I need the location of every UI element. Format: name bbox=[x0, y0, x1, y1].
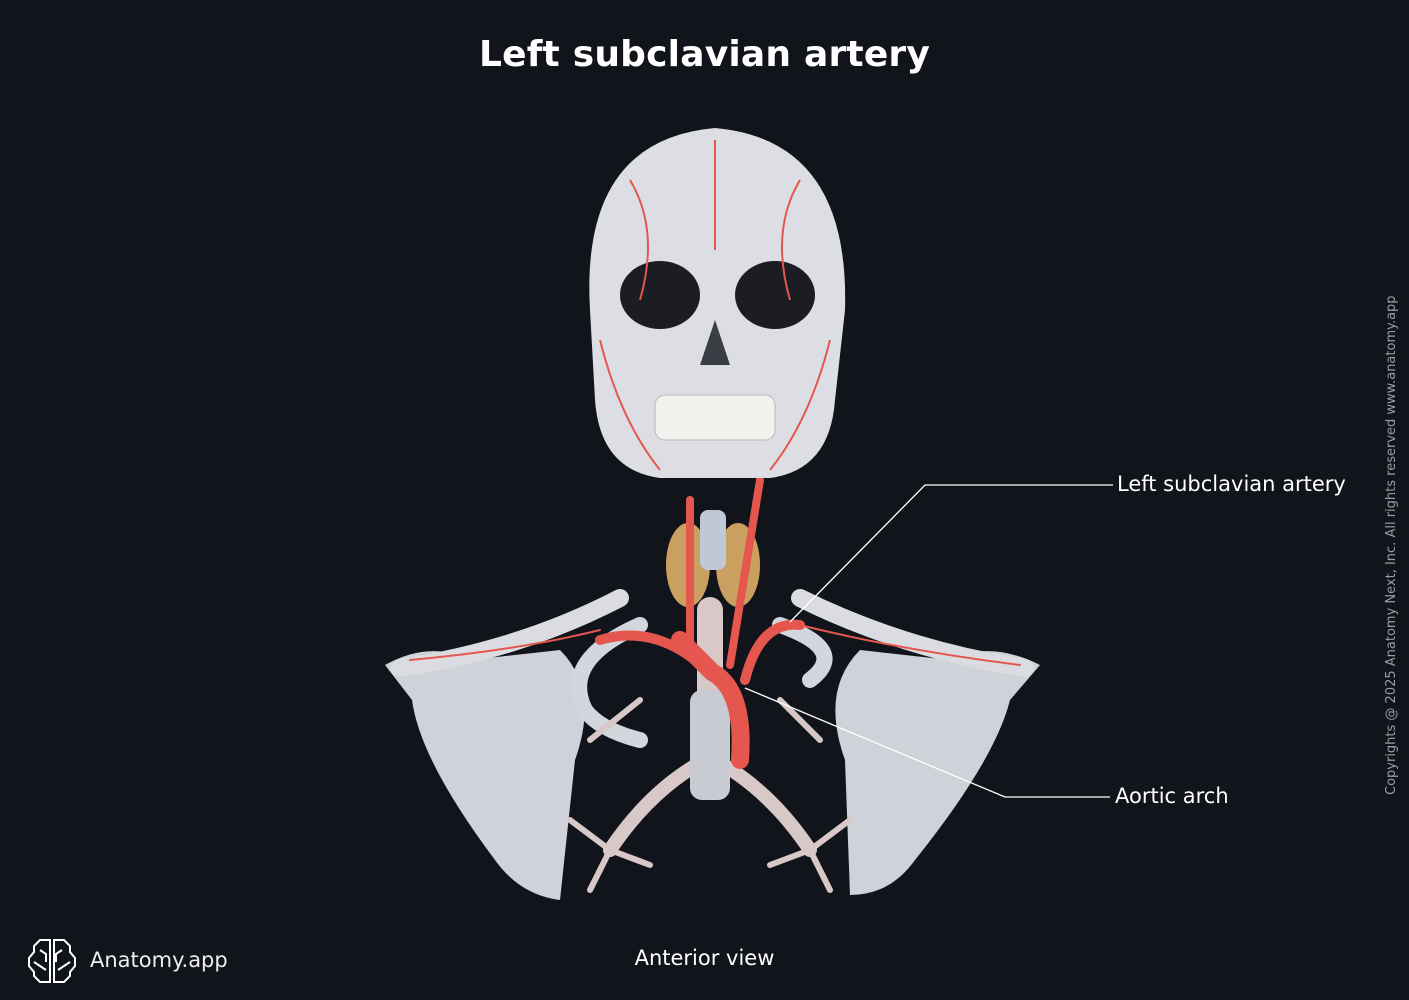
clavicles bbox=[391, 589, 1034, 677]
label-left-subclavian-artery: Left subclavian artery bbox=[1117, 472, 1346, 496]
spine bbox=[690, 690, 730, 800]
brain-icon bbox=[28, 939, 76, 983]
page-title: Left subclavian artery bbox=[478, 34, 931, 75]
scapula-left bbox=[835, 650, 1040, 895]
label-aortic-arch: Aortic arch bbox=[1115, 784, 1229, 808]
ribs bbox=[571, 617, 833, 748]
brand-logo: Anatomy.app bbox=[26, 936, 228, 984]
leader-left-subclavian-artery bbox=[789, 484, 1113, 623]
scapula-right bbox=[385, 650, 585, 900]
skull bbox=[589, 128, 846, 478]
leader-aortic-arch bbox=[744, 687, 1110, 798]
copyright-notice: Copyrights @ 2025 Anatomy Next, Inc. All… bbox=[1384, 295, 1399, 795]
leader-lines bbox=[744, 484, 1113, 798]
arteries bbox=[409, 476, 1021, 769]
brand-name: Anatomy.app bbox=[90, 948, 228, 972]
view-caption: Anterior view bbox=[634, 946, 775, 970]
